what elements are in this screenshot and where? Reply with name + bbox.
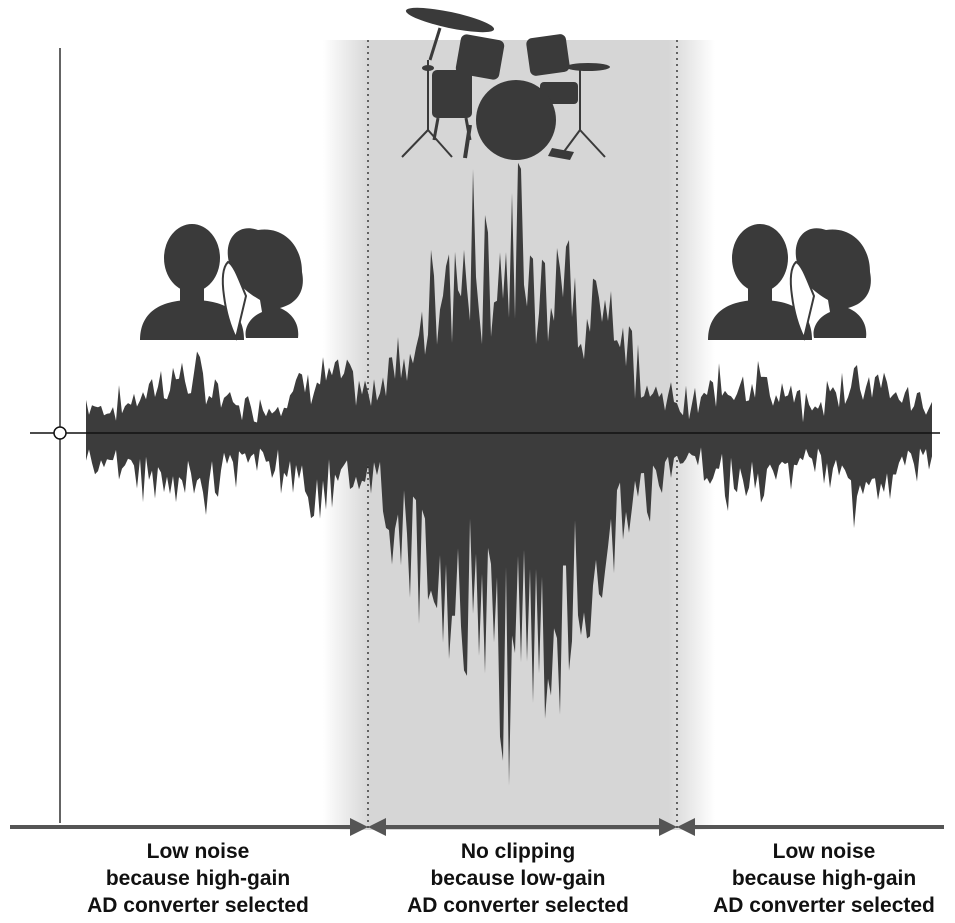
caption-left-line-3: AD converter selected [87,894,309,917]
caption-right-line-1: Low noise [772,840,876,863]
caption-left-line-2: because high-gain [105,867,291,890]
drum-kit-icon [401,7,610,160]
whispering-people-icon [708,224,871,341]
range-arrows [10,818,944,836]
arrowhead-left-right [350,818,368,836]
caption-right: Low noise because high-gain AD converter… [674,838,955,919]
arrowhead-center-right [659,818,677,836]
caption-right-line-2: because high-gain [731,867,917,890]
caption-right-line-3: AD converter selected [713,894,935,917]
caption-center: No clipping because low-gain AD converte… [368,838,668,919]
arrowhead-center-left [368,818,386,836]
arrowhead-right-left [677,818,695,836]
whispering-people-icon [140,224,303,341]
origin-marker [53,426,67,440]
audio-waveform [86,162,932,786]
caption-center-line-2: because low-gain [430,867,606,890]
caption-center-line-3: AD converter selected [407,894,629,917]
caption-center-line-1: No clipping [460,840,576,863]
caption-left-line-1: Low noise [146,840,250,863]
caption-left: Low noise because high-gain AD converter… [48,838,348,919]
